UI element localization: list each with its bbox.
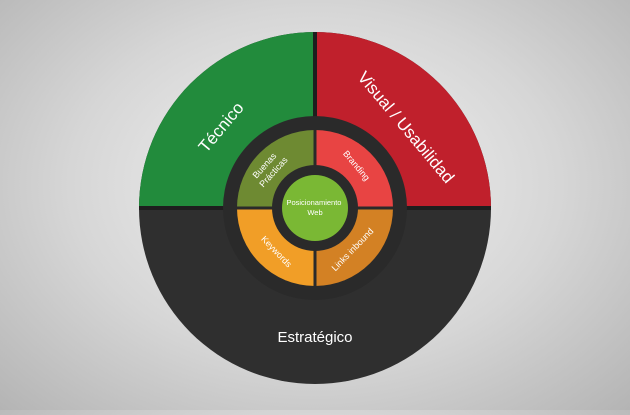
label-posicionamiento-web: Posicionamiento Web bbox=[286, 198, 343, 217]
label-estrategico: Estratégico bbox=[277, 329, 352, 346]
label-posicionamiento: Posicionamiento bbox=[286, 198, 341, 207]
center-circle bbox=[282, 175, 348, 241]
label-web: Web bbox=[307, 208, 322, 217]
